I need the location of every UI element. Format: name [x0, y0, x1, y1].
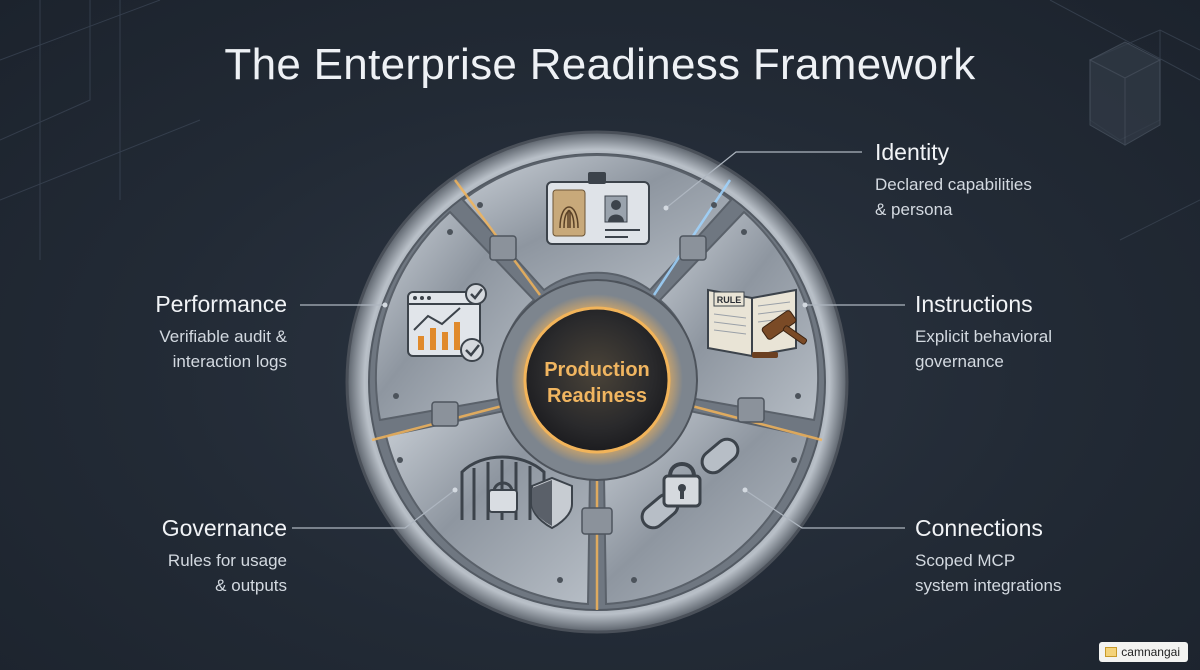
watermark-text: camnangai — [1121, 645, 1180, 659]
label-connections: Connections Scoped MCP system integratio… — [915, 514, 1061, 598]
instructions-heading: Instructions — [915, 290, 1052, 318]
performance-heading: Performance — [155, 290, 287, 318]
performance-description: Verifiable audit & interaction logs — [155, 324, 287, 374]
rule-book-gavel-icon: RULE — [708, 290, 807, 358]
connections-description: Scoped MCP system integrations — [915, 548, 1061, 598]
watermark-badge: camnangai — [1099, 642, 1188, 662]
rule-label: RULE — [717, 295, 742, 305]
identity-description: Declared capabilities & persona — [875, 172, 1032, 222]
identity-heading: Identity — [875, 138, 1032, 166]
id-card-fingerprint-icon — [547, 172, 649, 244]
label-performance: Performance Verifiable audit & interacti… — [155, 290, 287, 374]
governance-heading: Governance — [162, 514, 287, 542]
instructions-description: Explicit behavioral governance — [915, 324, 1052, 374]
chart-checkmark-icon — [408, 284, 486, 361]
label-identity: Identity Declared capabilities & persona — [875, 138, 1032, 222]
center-label-line1: Production — [544, 359, 650, 381]
label-governance: Governance Rules for usage & outputs — [162, 514, 287, 598]
label-instructions: Instructions Explicit behavioral governa… — [915, 290, 1052, 374]
governance-description: Rules for usage & outputs — [162, 548, 287, 598]
connections-heading: Connections — [915, 514, 1061, 542]
center-label-line2: Readiness — [547, 385, 647, 407]
book-icon — [1105, 647, 1117, 657]
